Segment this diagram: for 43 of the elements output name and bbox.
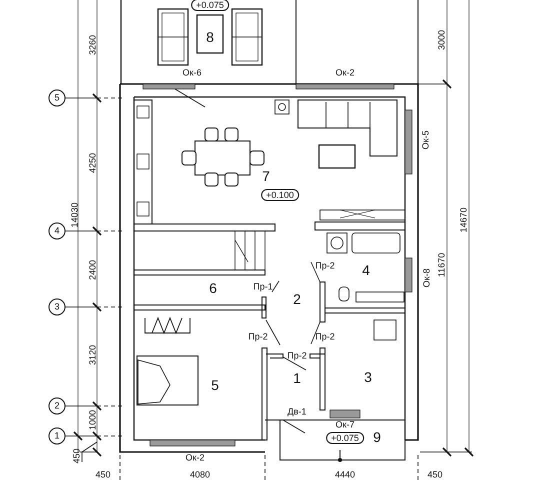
level-mark: +0.075	[326, 432, 364, 444]
opening-mark: Дв-1	[288, 408, 306, 416]
room-number: 1	[293, 371, 301, 385]
opening-mark: Ок-6	[182, 68, 202, 78]
opening-mark: Пр-2	[287, 352, 307, 360]
opening-mark: Ок-2	[336, 68, 354, 78]
dimension-text: 11670	[438, 252, 446, 278]
room-number: 8	[206, 30, 214, 44]
room-number: 5	[211, 378, 219, 392]
grid-axis-bubble: 1	[48, 428, 66, 444]
dimension-text: 14670	[460, 207, 468, 233]
room-number: 6	[209, 281, 217, 295]
opening-mark: 450	[95, 470, 111, 480]
opening-mark: 4080	[190, 470, 210, 480]
opening-mark: Ок-2	[186, 454, 204, 462]
opening-mark: Ок-7	[336, 420, 354, 430]
room-number: 3	[364, 370, 372, 384]
dimension-text: 4250	[88, 152, 98, 174]
dimension-text: 3260	[88, 34, 98, 56]
dimension-text: 450	[72, 448, 82, 464]
dimension-text: 14030	[70, 202, 80, 228]
dimension-text: 1000	[88, 410, 98, 430]
opening-mark: Пр-2	[315, 332, 335, 342]
room-number: 9	[373, 430, 381, 444]
level-mark: +0.100	[261, 189, 299, 201]
dimension-text: Ок-5	[422, 130, 430, 150]
opening-mark: Пр-2	[315, 262, 335, 270]
opening-mark: Пр-1	[253, 282, 273, 292]
opening-mark: 4440	[334, 470, 356, 480]
grid-axis-bubble: 4	[48, 222, 66, 240]
dimension-text: 3000	[438, 30, 446, 50]
dimension-text: 3120	[88, 344, 98, 366]
opening-mark: 450	[427, 470, 443, 480]
room-number: 2	[293, 292, 301, 306]
dimension-text: 2400	[88, 260, 98, 280]
grid-axis-bubble: 3	[48, 298, 66, 316]
room-number: 7	[262, 169, 270, 183]
grid-axis-bubble: 2	[48, 398, 66, 414]
opening-mark: Пр-2	[248, 332, 268, 342]
dimension-text: Ок-8	[422, 268, 432, 288]
grid-axis-bubble: 5	[48, 90, 66, 106]
level-mark: +0.075	[191, 0, 229, 11]
room-number: 4	[362, 263, 370, 277]
